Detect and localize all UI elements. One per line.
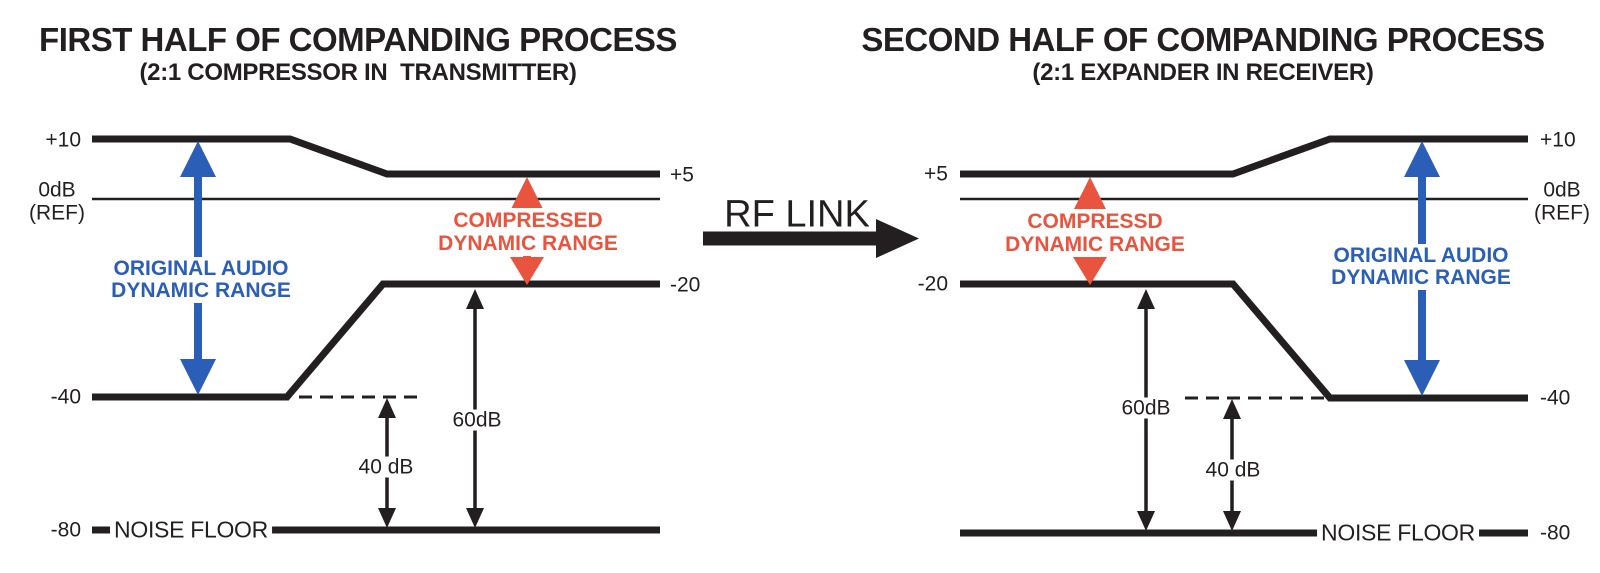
left-minus80-label: -80 — [50, 518, 81, 542]
rf-link-label: RF LINK — [724, 193, 870, 236]
left-compressed-range-line1: COMPRESSED — [453, 209, 603, 232]
left-original-range-line1: ORIGINAL AUDIO — [113, 257, 289, 280]
right-title: SECOND HALF OF COMPANDING PROCESS — [861, 21, 1545, 58]
right-compressed-range-line2: DYNAMIC RANGE — [1005, 233, 1185, 256]
right-minus20-label: -20 — [917, 272, 948, 296]
right-40db-label: 40 dB — [1200, 459, 1266, 481]
right-subtitle: (2:1 EXPANDER IN RECEIVER) — [1032, 59, 1374, 86]
right-original-range-line2: DYNAMIC RANGE — [1331, 266, 1511, 289]
left-minus40-label: -40 — [50, 385, 81, 409]
left-original-range-line2: DYNAMIC RANGE — [111, 279, 291, 302]
left-60db-arrow — [466, 289, 484, 528]
right-zerodb-label: 0dB — [1543, 178, 1581, 202]
right-60db-label: 60dB — [1116, 397, 1176, 419]
right-original-range-line1: ORIGINAL AUDIO — [1333, 244, 1509, 267]
right-upper-signal-line — [960, 135, 1528, 178]
left-original-range-label: ORIGINAL AUDIO DYNAMIC RANGE — [107, 257, 295, 303]
left-40db-label: 40 dB — [353, 456, 419, 478]
right-minus80-label: -80 — [1540, 521, 1571, 545]
left-title: FIRST HALF OF COMPANDING PROCESS — [39, 21, 677, 58]
right-noise-floor-label: NOISE FLOOR — [1317, 521, 1479, 544]
right-lower-signal-line — [960, 280, 1528, 402]
left-upper-signal-line — [92, 135, 660, 178]
left-compressed-range-line2: DYNAMIC RANGE — [438, 232, 618, 255]
left-ref-label: (REF) — [29, 201, 85, 225]
right-plus5-label: +5 — [924, 162, 948, 186]
left-lower-signal-line — [92, 280, 660, 401]
right-ref-label: (REF) — [1534, 201, 1590, 225]
rf-link-arrow — [703, 219, 919, 258]
left-plus5-label: +5 — [670, 163, 694, 187]
left-plus10-label: +10 — [45, 128, 81, 152]
left-zerodb-label: 0dB — [38, 178, 76, 202]
left-compressed-range-label: COMPRESSED DYNAMIC RANGE — [434, 208, 622, 256]
right-compressed-range-label: COMPRESSD DYNAMIC RANGE — [1001, 209, 1189, 257]
left-minus20-label: -20 — [670, 273, 701, 297]
left-60db-label: 60dB — [447, 409, 507, 431]
right-compressed-range-line1: COMPRESSD — [1027, 210, 1163, 233]
left-noise-floor-label: NOISE FLOOR — [110, 518, 272, 541]
right-original-range-label: ORIGINAL AUDIO DYNAMIC RANGE — [1327, 244, 1515, 290]
right-plus10-label: +10 — [1540, 128, 1576, 152]
left-subtitle: (2:1 COMPRESSOR IN TRANSMITTER) — [139, 59, 577, 86]
right-minus40-label: -40 — [1540, 386, 1571, 410]
